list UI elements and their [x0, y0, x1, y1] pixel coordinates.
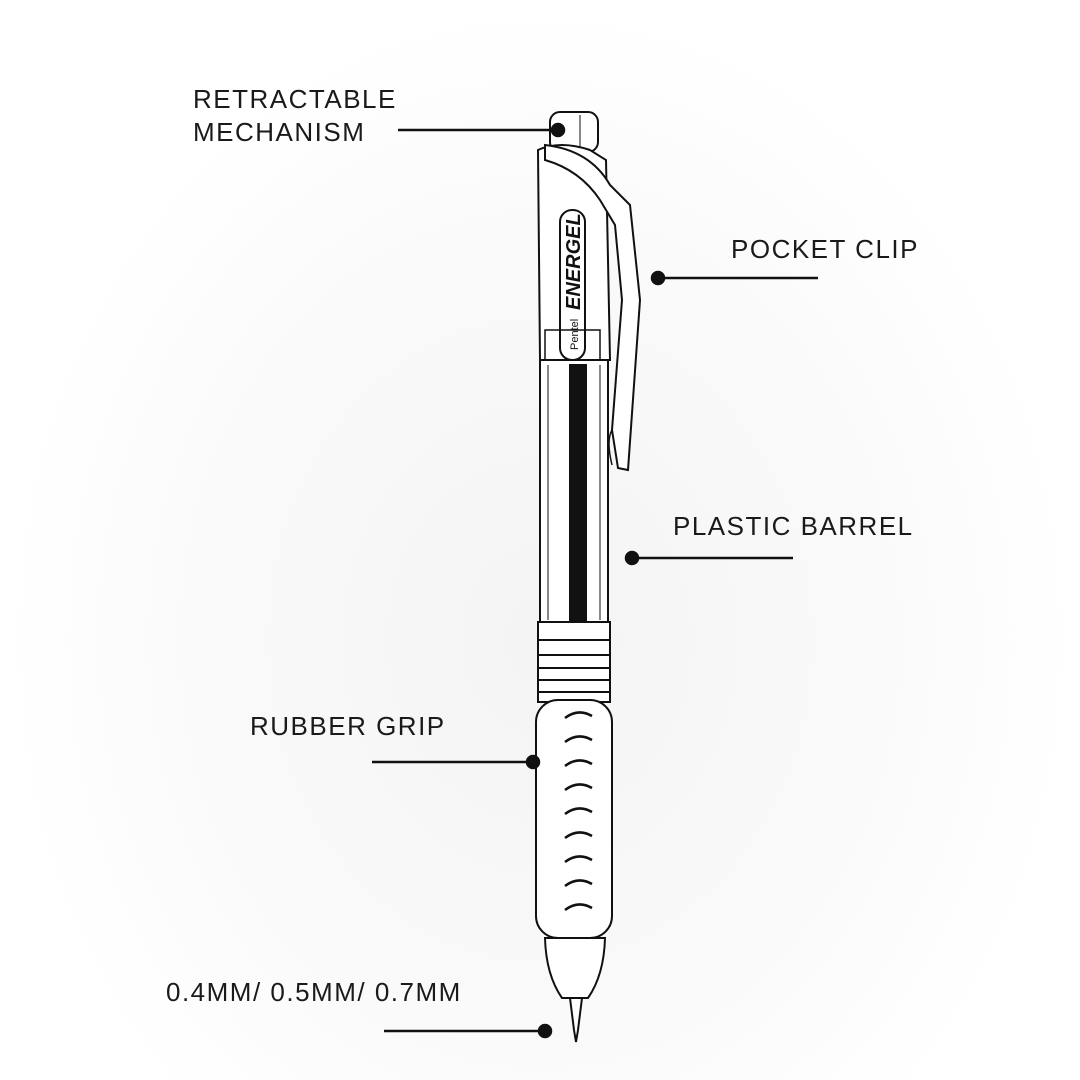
rubber-grip-shape	[535, 699, 613, 939]
model-logo: ENERGEL	[563, 213, 585, 310]
label-line: RETRACTABLE	[193, 84, 397, 114]
label-tip-sizes: 0.4MM/ 0.5MM/ 0.7MM	[166, 977, 462, 1007]
ink-refill	[569, 364, 587, 621]
brand-logo: Pentel	[569, 319, 581, 350]
label-rubber-grip: RUBBER GRIP	[250, 711, 446, 741]
tip-cone	[543, 937, 607, 999]
grip-rings	[537, 621, 611, 703]
label-retractable-mechanism: RETRACTABLE MECHANISM	[193, 83, 397, 149]
pocket-clip-shape	[544, 143, 642, 472]
label-plastic-barrel: PLASTIC BARREL	[673, 511, 914, 541]
label-line: MECHANISM	[193, 117, 366, 147]
label-pocket-clip: POCKET CLIP	[731, 234, 919, 264]
